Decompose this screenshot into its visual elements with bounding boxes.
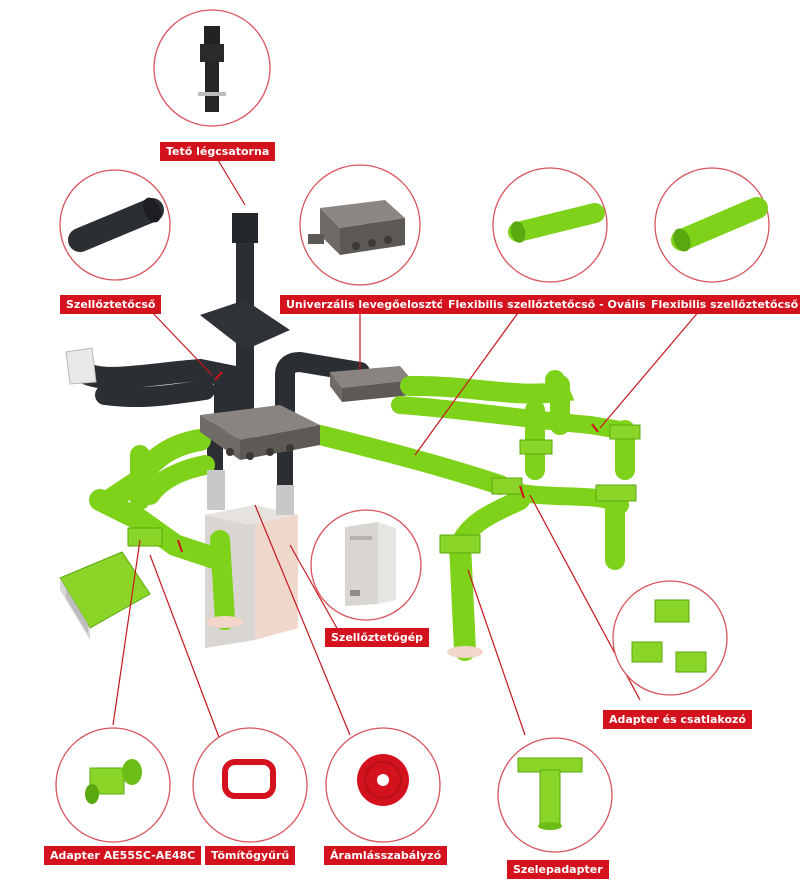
roof-duct-icon bbox=[198, 26, 226, 112]
flex-oval-pipe-icon bbox=[508, 203, 605, 243]
inset-distributor bbox=[299, 164, 421, 286]
green-connectors bbox=[127, 424, 641, 658]
label-flow-regulator: Áramlásszabályzó bbox=[324, 846, 448, 865]
wall-outlet bbox=[65, 347, 97, 385]
label-roof-duct: Tető légcsatorna bbox=[160, 142, 276, 161]
inset-ventilator bbox=[310, 509, 422, 621]
inset-flow-regulator bbox=[325, 727, 441, 843]
system-illustration bbox=[59, 213, 641, 661]
label-distributor: Univerzális levegőelosztó bbox=[280, 295, 451, 314]
adapter-connector-icon bbox=[631, 599, 707, 673]
valve-adapter-icon bbox=[517, 757, 583, 830]
air-distributor-icon bbox=[308, 200, 405, 255]
label-adapter-ae: Adapter AE55SC-AE48C bbox=[44, 846, 202, 865]
label-ventilator: Szellőztetőgép bbox=[325, 628, 430, 647]
wall-grille bbox=[59, 551, 151, 640]
ventilation-pipe-icon bbox=[68, 197, 164, 252]
flow-regulator-icon bbox=[357, 754, 409, 806]
label-seal-ring: Tömítőgyűrű bbox=[205, 846, 296, 865]
label-adapter-connector: Adapter és csatlakozó bbox=[603, 710, 752, 729]
inset-seal-ring bbox=[192, 727, 308, 843]
seal-ring-icon bbox=[222, 759, 276, 799]
inset-valve-adapter bbox=[497, 737, 613, 853]
aluminium-flex bbox=[207, 470, 225, 510]
ventilation-unit-icon bbox=[345, 522, 396, 606]
upper-distributor bbox=[330, 366, 412, 402]
seal-marks bbox=[177, 371, 599, 553]
label-vent-pipe: Szellőztetőcső bbox=[60, 295, 162, 314]
inset-roof-duct bbox=[153, 9, 271, 127]
inset-adapter-ae bbox=[55, 727, 171, 843]
label-flex-oval: Flexibilis szellőztetőcső - Ovális bbox=[442, 295, 652, 314]
roof-flashing bbox=[200, 300, 290, 350]
inset-adapter-connector bbox=[612, 580, 728, 696]
label-flex-round: Flexibilis szellőztetőcső bbox=[645, 295, 800, 314]
flex-round-pipe-icon bbox=[671, 197, 768, 252]
label-valve-adapter: Szelepadapter bbox=[507, 860, 609, 879]
inset-vent-pipe bbox=[59, 169, 171, 281]
adapter-ae-icon bbox=[85, 759, 142, 804]
inset-flex-oval bbox=[492, 167, 608, 283]
leader-lines bbox=[112, 149, 701, 741]
inset-flex-round bbox=[654, 167, 770, 283]
main-distributor bbox=[200, 405, 320, 460]
